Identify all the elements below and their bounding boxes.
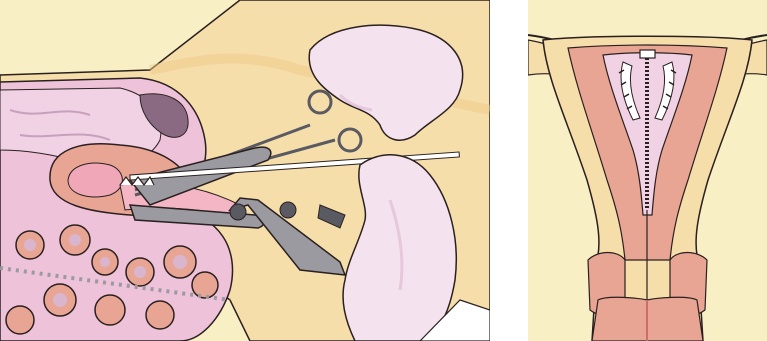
iud-device	[120, 177, 154, 185]
uterine-cavity	[68, 163, 122, 197]
insertion-procedure-illustration	[0, 0, 490, 341]
iud-in-uterus-illustration	[528, 0, 767, 341]
